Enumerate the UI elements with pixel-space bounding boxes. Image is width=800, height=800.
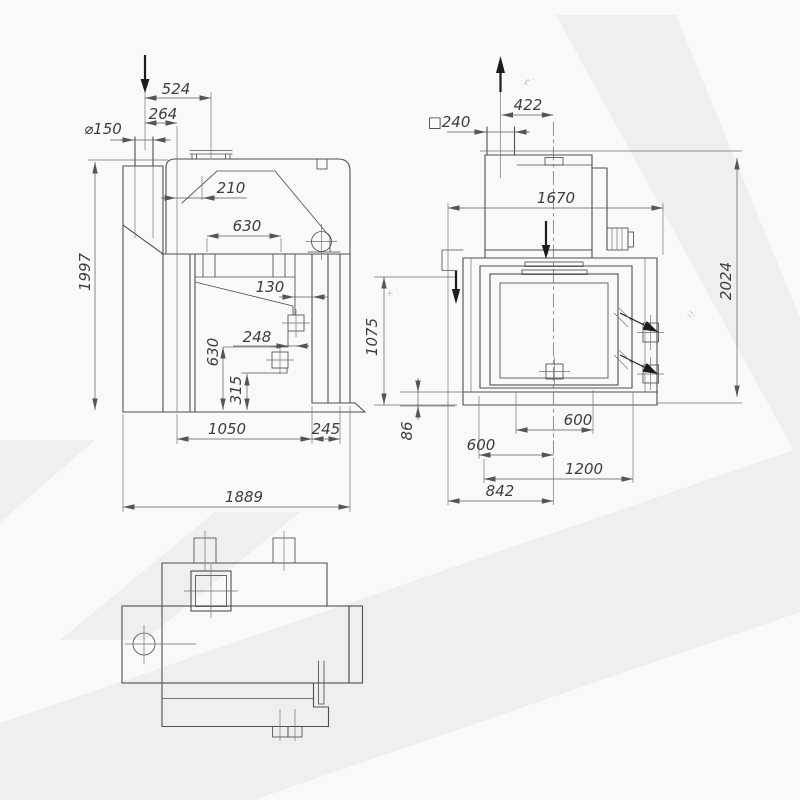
- dim-600-upper-label: 600: [564, 411, 593, 429]
- front-view-dimensions: [374, 92, 742, 505]
- dim-86-label: 86: [398, 421, 416, 440]
- dim-1075-label: 1075: [363, 318, 381, 356]
- pencil-marks: ε˙ ¹! +˙: [386, 77, 699, 322]
- dim-1670-label: 1670: [537, 189, 575, 207]
- side-view-labels: 524 264 ⌀150 210 630 130 248 630 315 105…: [76, 80, 340, 506]
- dim-1997-label: 1997: [76, 252, 94, 291]
- side-view-internals: [181, 170, 341, 374]
- pencil-mark-1: ε˙: [523, 77, 534, 89]
- hatch-notch: [544, 157, 564, 166]
- blower-box: [606, 227, 629, 251]
- pencil-mark-3: +˙: [386, 289, 398, 299]
- dim-1889-label: 1889: [225, 488, 263, 506]
- dim-diameter150-label: ⌀150: [84, 120, 122, 138]
- dim-130-label: 130: [256, 278, 285, 296]
- dim-248-label: 248: [243, 328, 272, 346]
- side-view-dimensions: [88, 84, 351, 512]
- dim-1200-label: 1200: [565, 460, 603, 478]
- plan-view: [121, 531, 364, 741]
- dim-524-label: 524: [162, 80, 191, 98]
- flow-arrows: [140, 55, 659, 375]
- dim-245-label: 245: [312, 420, 341, 438]
- dim-600-lower-label: 600: [467, 436, 496, 454]
- dim-630-vert-label: 630: [204, 338, 222, 367]
- dim-2024-label: 2024: [717, 262, 735, 300]
- top-bracket: [316, 158, 328, 170]
- dim-210-label: 210: [217, 179, 246, 197]
- dim-842-label: 842: [486, 482, 515, 500]
- furnace-door: [489, 273, 619, 386]
- plan-right-flange: [348, 605, 364, 684]
- dim-315-label: 315: [227, 376, 245, 405]
- dim-630-top-label: 630: [233, 217, 262, 235]
- dim-1050-label: 1050: [208, 420, 246, 438]
- side-view: 524 264 ⌀150 210 630 130 248 630 315 105…: [76, 80, 366, 512]
- hinge-arrow-upper: [619, 312, 659, 333]
- side-view-outline: [122, 136, 366, 413]
- dim-422-label: 422: [514, 96, 543, 114]
- dim-264-label: 264: [149, 105, 178, 123]
- hinge-arrow-lower: [619, 354, 659, 375]
- front-view: 422 □240 1670 2024 1075 86 600 600 1200 …: [363, 92, 742, 505]
- front-view-labels: 422 □240 1670 2024 1075 86 600 600 1200 …: [363, 96, 735, 500]
- dim-square240-label: □240: [428, 113, 471, 131]
- pencil-mark-2: ¹!: [686, 310, 698, 322]
- front-view-outline: [441, 122, 664, 460]
